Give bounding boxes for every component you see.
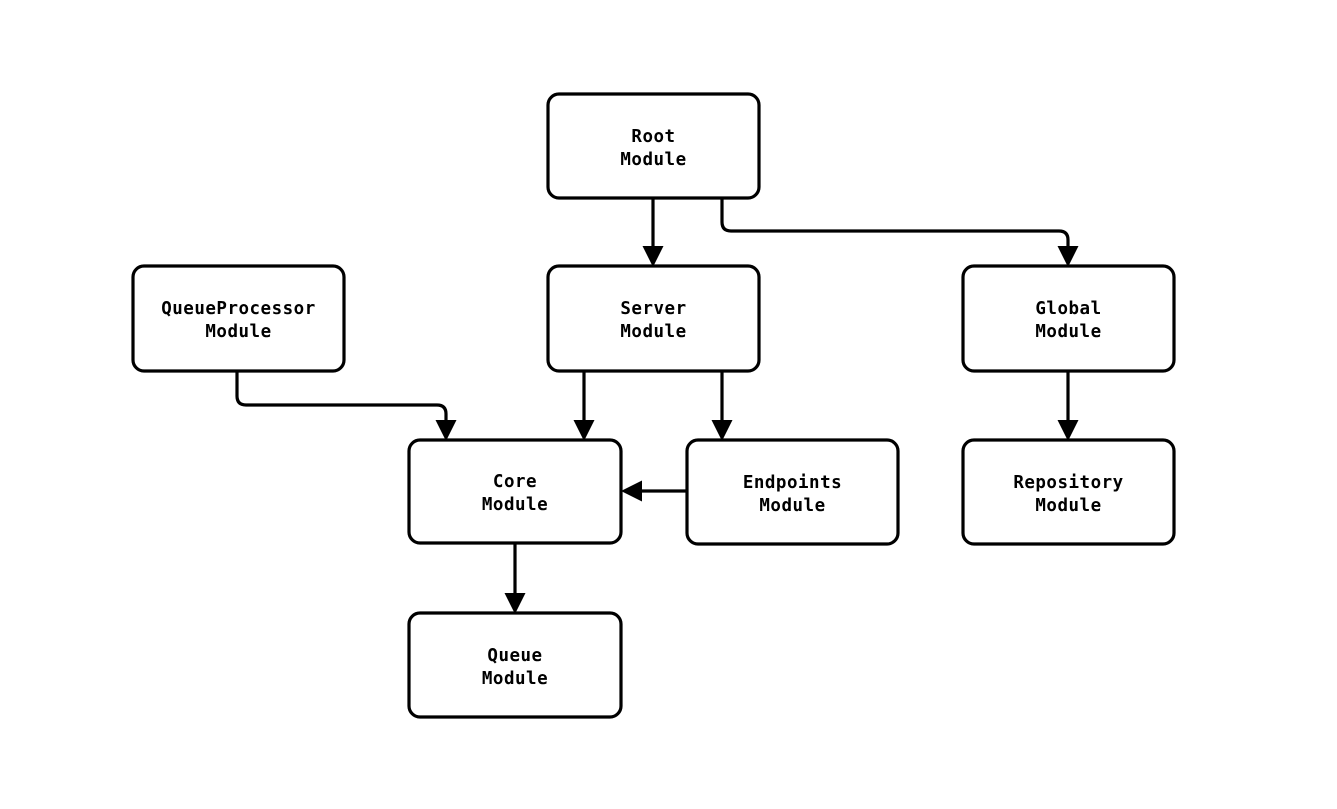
edge-server-endpoints-arrowhead bbox=[711, 420, 733, 441]
edge-queueprocessor-core bbox=[235, 371, 457, 441]
node-core-label-line2: Module bbox=[482, 495, 548, 515]
edge-root-global-line bbox=[720, 198, 1070, 249]
node-root[interactable]: Root Module bbox=[546, 92, 761, 200]
edge-server-endpoints bbox=[711, 371, 733, 441]
edge-global-repository bbox=[1057, 371, 1079, 441]
edge-endpoints-core-arrowhead bbox=[621, 480, 642, 502]
node-server[interactable]: Server Module bbox=[546, 264, 761, 373]
node-server-box[interactable] bbox=[546, 264, 761, 373]
node-repository-label-line2: Module bbox=[1035, 496, 1101, 516]
node-core-label-line1: Core bbox=[493, 472, 537, 492]
node-global-label-line1: Global bbox=[1035, 299, 1101, 319]
edge-server-core-arrowhead bbox=[573, 420, 595, 441]
edge-core-queue bbox=[504, 543, 526, 614]
node-global-label-line2: Module bbox=[1035, 322, 1101, 342]
edge-root-server bbox=[642, 198, 664, 267]
node-core-box[interactable] bbox=[407, 438, 623, 545]
edge-layer bbox=[235, 198, 1079, 614]
node-endpoints-label-line2: Module bbox=[759, 496, 825, 516]
node-core[interactable]: Core Module bbox=[407, 438, 623, 545]
node-repository-box[interactable] bbox=[961, 438, 1176, 546]
node-queueprocessor-label-line2: Module bbox=[205, 322, 271, 342]
node-endpoints-label-line1: Endpoints bbox=[743, 473, 842, 493]
node-endpoints[interactable]: Endpoints Module bbox=[685, 438, 900, 546]
node-layer: Root Module QueueProcessor Module Server… bbox=[131, 92, 1176, 719]
node-server-label-line2: Module bbox=[620, 322, 686, 342]
edge-queueprocessor-core-arrowhead bbox=[435, 420, 457, 441]
node-root-label-line2: Module bbox=[620, 150, 686, 170]
node-root-box[interactable] bbox=[546, 92, 761, 200]
edge-root-server-arrowhead bbox=[642, 246, 664, 267]
node-repository[interactable]: Repository Module bbox=[961, 438, 1176, 546]
node-queue-label-line2: Module bbox=[482, 669, 548, 689]
edge-endpoints-core bbox=[621, 480, 687, 502]
node-queueprocessor[interactable]: QueueProcessor Module bbox=[131, 264, 346, 373]
node-endpoints-box[interactable] bbox=[685, 438, 900, 546]
node-queue[interactable]: Queue Module bbox=[407, 611, 623, 719]
edge-server-core bbox=[573, 371, 595, 441]
edge-global-repository-arrowhead bbox=[1057, 420, 1079, 441]
edge-root-global bbox=[720, 198, 1079, 267]
node-repository-label-line1: Repository bbox=[1013, 473, 1123, 493]
edge-root-global-arrowhead bbox=[1057, 246, 1079, 267]
node-root-label-line1: Root bbox=[631, 127, 675, 147]
node-queue-box[interactable] bbox=[407, 611, 623, 719]
edge-queueprocessor-core-line bbox=[235, 371, 448, 423]
node-global-box[interactable] bbox=[961, 264, 1176, 373]
node-queue-label-line1: Queue bbox=[487, 646, 542, 666]
node-queueprocessor-label-line1: QueueProcessor bbox=[161, 299, 316, 319]
node-global[interactable]: Global Module bbox=[961, 264, 1176, 373]
node-server-label-line1: Server bbox=[620, 299, 686, 319]
edge-core-queue-arrowhead bbox=[504, 593, 526, 614]
node-queueprocessor-box[interactable] bbox=[131, 264, 346, 373]
